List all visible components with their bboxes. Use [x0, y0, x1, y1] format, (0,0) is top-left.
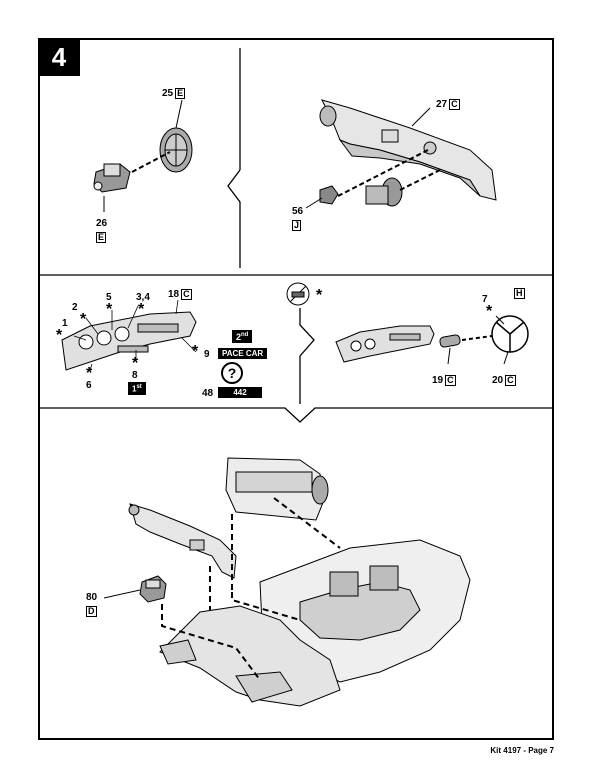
callout-80-letter: D [86, 606, 97, 617]
decal-2nd: 2nd [232, 330, 253, 343]
part-letter-E: E [175, 88, 186, 99]
part-56-socket [319, 177, 403, 207]
part-80-block [139, 575, 167, 603]
callout-5: 5 [106, 292, 112, 303]
page-footer: Kit 4197 - Page 7 [490, 746, 554, 755]
part-letter-C: C [505, 375, 516, 386]
star-decal-symbol: * [316, 287, 323, 304]
star-2: * [80, 311, 87, 328]
part-letter-C: C [449, 99, 460, 110]
star-5: * [106, 301, 113, 318]
leader-80 [103, 589, 141, 599]
star-6: * [86, 365, 93, 382]
assembly-guides-bottom [161, 497, 341, 681]
step-number-badge: 4 [38, 38, 80, 76]
pointer-lines-mid-left [73, 299, 197, 371]
part-18-dashboard [61, 311, 197, 371]
part-letter-C: C [181, 289, 192, 300]
car-chassis-floor [159, 605, 341, 707]
assembly-guide-25-26 [131, 151, 171, 173]
instruction-frame [38, 38, 554, 740]
callout-48: 48 [202, 388, 214, 399]
star-7: * [486, 303, 493, 320]
callout-26-number: 26 [96, 218, 108, 229]
question-icon: ? [221, 362, 243, 384]
divider-horizontal-2-with-arrow [40, 407, 552, 423]
part-26-socket [93, 163, 131, 193]
callout-6: 6 [86, 380, 92, 391]
dashboard-detail [335, 325, 435, 363]
decal-442: 442 [218, 387, 262, 398]
part-19-bulb [439, 334, 461, 348]
callout-3-4: 3,4 [136, 292, 150, 303]
callout-26-letter: E [96, 232, 107, 243]
leader-19 [447, 347, 451, 365]
star-3-4: * [138, 301, 145, 318]
star-1: * [56, 327, 63, 344]
part-letter-C: C [445, 375, 456, 386]
leader-20 [503, 351, 509, 365]
callout-8: 8 [132, 370, 138, 381]
part-25-headlamp-disc [159, 127, 193, 173]
star-right-dash: * [192, 343, 199, 360]
part-20-steering-wheel [491, 315, 529, 353]
part-dash-assembly [225, 457, 329, 521]
leader-56 [305, 197, 323, 209]
leader-27 [411, 107, 431, 127]
callout-7-letter: H [514, 288, 525, 299]
part-27-bracket [319, 99, 497, 201]
callout-56-letter: J [292, 220, 302, 231]
car-body-tub [259, 539, 471, 683]
callout-1: 1 [62, 318, 68, 329]
divider-mid-vertical [299, 308, 315, 404]
leader-25 [175, 99, 183, 129]
assembly-guide-wheel [461, 335, 493, 341]
leader-7 [495, 315, 505, 325]
callout-80-number: 80 [86, 592, 98, 603]
callout-9: 9 [204, 349, 210, 360]
decal-pace-car: PACE CAR [218, 348, 268, 359]
divider-top-zigzag [227, 169, 241, 268]
assembly-guide-56-a [337, 149, 429, 197]
callout-2: 2 [72, 302, 78, 313]
part-bracket-bottom [128, 503, 237, 579]
callout-56-number: 56 [292, 206, 304, 217]
decal-symbol-icon [286, 282, 310, 306]
star-8: * [132, 355, 139, 372]
callout-7: 7 [482, 294, 488, 305]
assembly-guide-56-b [399, 169, 441, 191]
decal-1st: 1st [128, 382, 146, 395]
